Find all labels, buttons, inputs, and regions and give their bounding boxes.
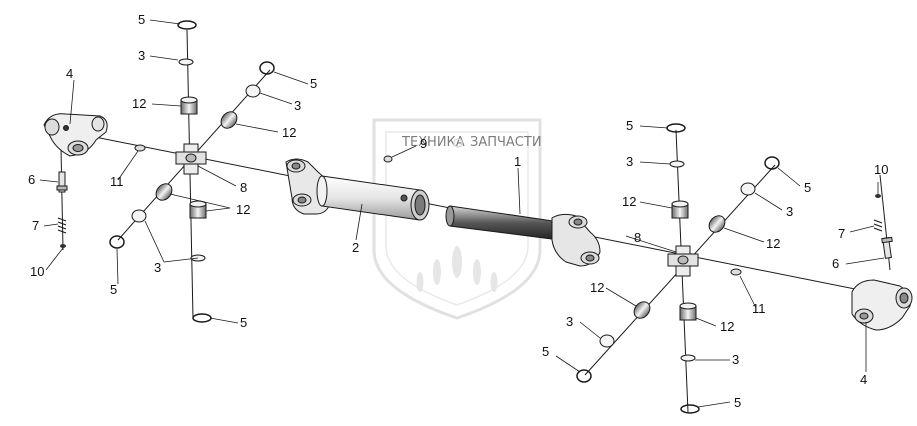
left-yoke-part xyxy=(43,113,108,157)
left-seals xyxy=(131,58,261,262)
left-pin-6 xyxy=(56,171,68,193)
leader-lines xyxy=(39,19,885,408)
callout-label: 12 xyxy=(282,125,296,140)
callout-label: 4 xyxy=(860,372,867,387)
callout-label: 5 xyxy=(240,315,247,330)
left-bearing-cups xyxy=(155,96,238,219)
callout-label: 5 xyxy=(138,12,145,27)
callout-label: 10 xyxy=(874,162,888,177)
outer-tube-part xyxy=(285,158,430,221)
callout-label: 3 xyxy=(154,260,161,275)
right-seals xyxy=(599,160,756,362)
left-grease-nipple-11 xyxy=(134,144,146,152)
callout-label: 7 xyxy=(32,218,39,233)
callout-label: 6 xyxy=(28,172,35,187)
callout-label: 8 xyxy=(240,180,247,195)
callout-label: 11 xyxy=(110,174,124,189)
callout-label: 5 xyxy=(110,282,117,297)
callout-label: 3 xyxy=(786,204,793,219)
right-cross-spider xyxy=(667,245,699,277)
left-spring-7 xyxy=(57,217,67,234)
callout-label: 4 xyxy=(66,66,73,81)
right-snap-rings xyxy=(576,123,780,414)
callout-label: 8 xyxy=(634,230,641,245)
right-spring-7 xyxy=(873,219,883,232)
callout-label: 11 xyxy=(752,301,766,316)
callout-label: 2 xyxy=(352,240,359,255)
callout-label: 5 xyxy=(804,180,811,195)
right-grease-nipple-11 xyxy=(730,268,742,276)
callout-label: 3 xyxy=(294,98,301,113)
callout-label: 12 xyxy=(720,319,734,334)
callout-label: 3 xyxy=(566,314,573,329)
right-yoke-part xyxy=(851,279,913,331)
left-cross-spider xyxy=(175,143,207,175)
watermark-logo: ТЕХНИКА ЗАПЧАСТИ ЗПФ xyxy=(372,118,542,320)
callout-label: 3 xyxy=(138,48,145,63)
callout-label: 12 xyxy=(766,236,780,251)
callout-label: 7 xyxy=(838,226,845,241)
callout-label: 9 xyxy=(420,136,427,151)
right-bearing-cups xyxy=(633,200,726,321)
watermark-text-line1: ТЕХНИКА xyxy=(401,135,465,150)
watermark-text-line2: ЗАПЧАСТИ xyxy=(470,135,542,150)
callout-label: 12 xyxy=(132,96,146,111)
callout-label: 5 xyxy=(734,395,741,410)
left-ball-10 xyxy=(60,244,66,248)
callout-label: 3 xyxy=(732,352,739,367)
callout-label: 12 xyxy=(622,194,636,209)
callout-label: 1 xyxy=(514,154,521,169)
right-pin-6 xyxy=(881,236,893,259)
grease-nipple-9 xyxy=(383,155,393,163)
wheat-emblem-icon xyxy=(416,246,498,292)
callout-label: 12 xyxy=(590,280,604,295)
callout-label: 3 xyxy=(626,154,633,169)
callout-label: 12 xyxy=(236,202,250,217)
callout-labels: 5 3 12 4 6 7 10 11 5 3 12 8 12 5 5 3 2 9… xyxy=(28,12,888,410)
callout-label: 6 xyxy=(832,256,839,271)
callout-label: 10 xyxy=(30,264,44,279)
callout-label: 5 xyxy=(626,118,633,133)
right-ball-10 xyxy=(875,194,881,198)
callout-label: 5 xyxy=(310,76,317,91)
callout-label: 5 xyxy=(542,344,549,359)
inner-splined-shaft-part xyxy=(445,205,601,267)
